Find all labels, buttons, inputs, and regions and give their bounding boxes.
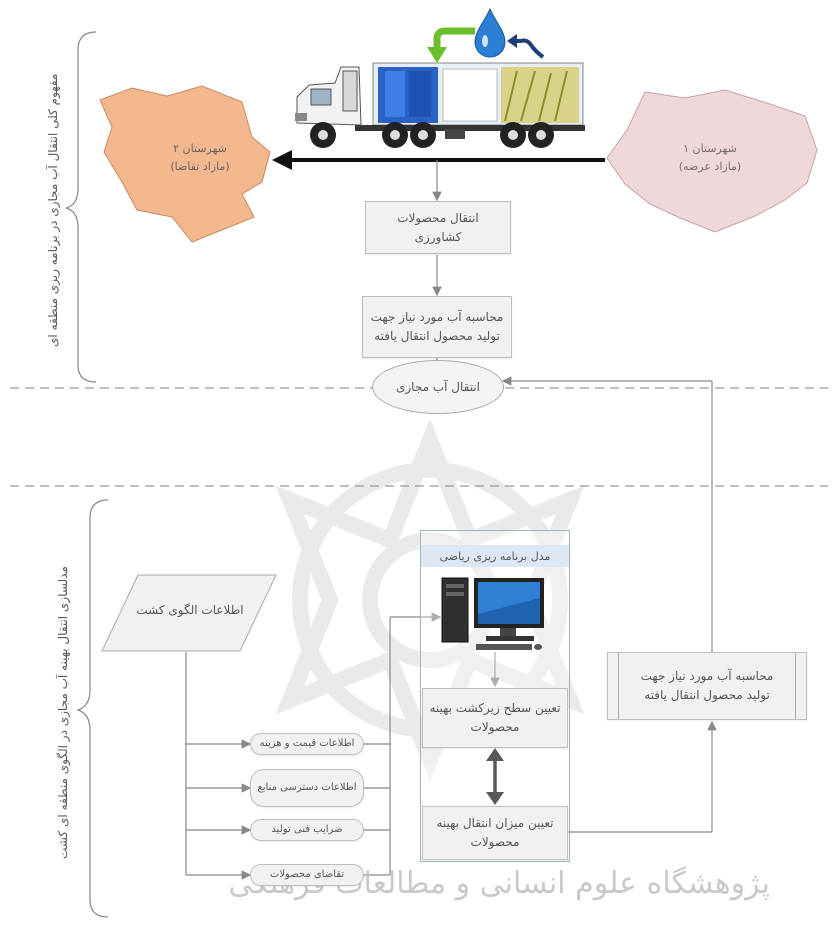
water-drop-icon bbox=[474, 7, 506, 58]
city-source-label: شهرستان ۱ (مازاد عرضه) bbox=[650, 140, 770, 175]
truck-illustration bbox=[295, 7, 585, 148]
pattern-info-label: اطلاعات الگوی کشت bbox=[136, 603, 244, 617]
top-section-label: مفهوم کلی انتقال آب مجازی در برنامه ریزی… bbox=[46, 73, 60, 347]
blue-arrow-icon bbox=[515, 38, 545, 59]
city-dest-name: شهرستان ۲ bbox=[173, 142, 227, 155]
optimal-area-box: تعیین سطح زیرکشت بهینه محصولات bbox=[422, 688, 568, 748]
input-product-demand: تقاضای محصولات bbox=[250, 864, 364, 886]
brace-bottom bbox=[76, 499, 109, 918]
flow-box-water-calc: محاسبه آب مورد نیاز جهت تولید محصول انتق… bbox=[362, 296, 512, 358]
brace-top bbox=[65, 31, 97, 383]
city-source-role: (مازاد عرضه) bbox=[678, 159, 742, 173]
ellipse-label: انتقال آب مجازی bbox=[395, 380, 481, 394]
optimal-transfer-box: تعیین میزان انتقال بهینه محصولات bbox=[422, 806, 568, 860]
water-calc-box-bottom: محاسبه آب مورد نیاز جهت تولید محصول انتق… bbox=[607, 652, 807, 720]
input-resource-access: اطلاعات دسترسی منابع bbox=[250, 769, 364, 807]
city-dest-shape bbox=[99, 85, 271, 243]
city-source-shape bbox=[606, 89, 818, 233]
water-calc-box-bottom-label: محاسبه آب مورد نیاز جهت تولید محصول انتق… bbox=[640, 669, 774, 702]
model-title: مدل برنامه ریزی ریاضی bbox=[421, 545, 569, 567]
pattern-info-shape bbox=[101, 574, 277, 652]
city-source-name: شهرستان ۱ bbox=[683, 142, 737, 155]
virtual-water-ellipse: انتقال آب مجازی bbox=[372, 360, 504, 414]
green-arrow-icon bbox=[433, 27, 475, 49]
computer-icon bbox=[441, 577, 544, 650]
city-dest-label: شهرستان ۲ (مازاد تقاضا) bbox=[140, 140, 260, 175]
city-dest-role: (مازاد تقاضا) bbox=[170, 159, 230, 173]
flow-box-agri-transfer: انتقال محصولات کشاورزی bbox=[365, 201, 511, 254]
input-price-cost: اطلاعات قیمت و هزینه bbox=[250, 733, 364, 755]
bottom-section-label: مدلسازی انتقال بهینه آب مجازی در الگوی م… bbox=[56, 566, 70, 859]
input-tech-coeff: ضرایب فنی تولید bbox=[250, 819, 364, 841]
